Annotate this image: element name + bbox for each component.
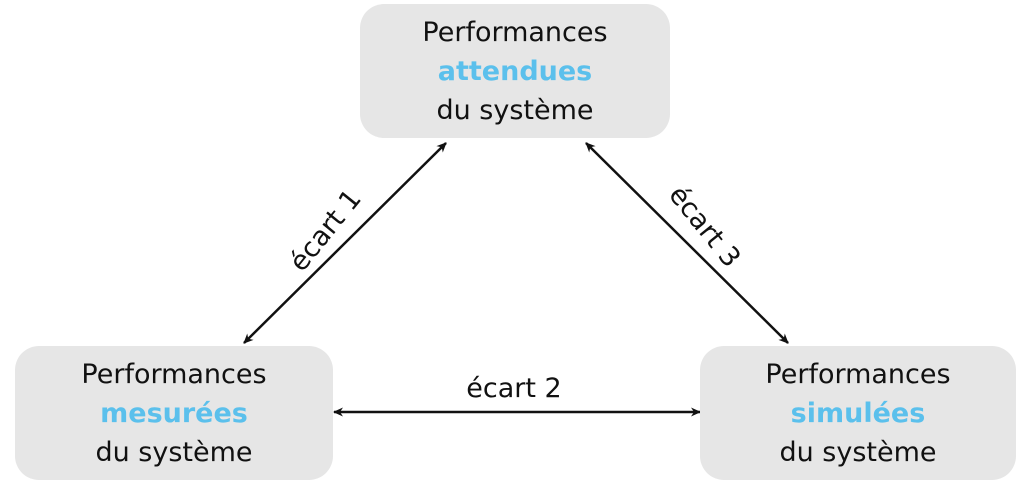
node-top-line3: du système xyxy=(436,94,594,126)
node-left-highlight: mesurées xyxy=(100,397,248,429)
edge-label-ecart2: écart 2 xyxy=(466,373,562,404)
node-right-line3: du système xyxy=(779,436,937,468)
node-performances-simulees: Performances simulées du système xyxy=(700,346,1016,480)
node-left-line1: Performances xyxy=(81,358,267,390)
node-left-line3: du système xyxy=(95,436,253,468)
arrow-ecart3 xyxy=(585,142,789,344)
node-top-line1: Performances xyxy=(422,16,608,48)
node-performances-mesurees: Performances mesurées du système xyxy=(15,346,333,480)
arrow-ecart1 xyxy=(243,142,447,344)
node-top-highlight: attendues xyxy=(437,55,593,87)
node-right-line1: Performances xyxy=(765,358,951,390)
node-right-highlight: simulées xyxy=(790,397,926,429)
node-performances-attendues: Performances attendues du système xyxy=(360,4,670,138)
